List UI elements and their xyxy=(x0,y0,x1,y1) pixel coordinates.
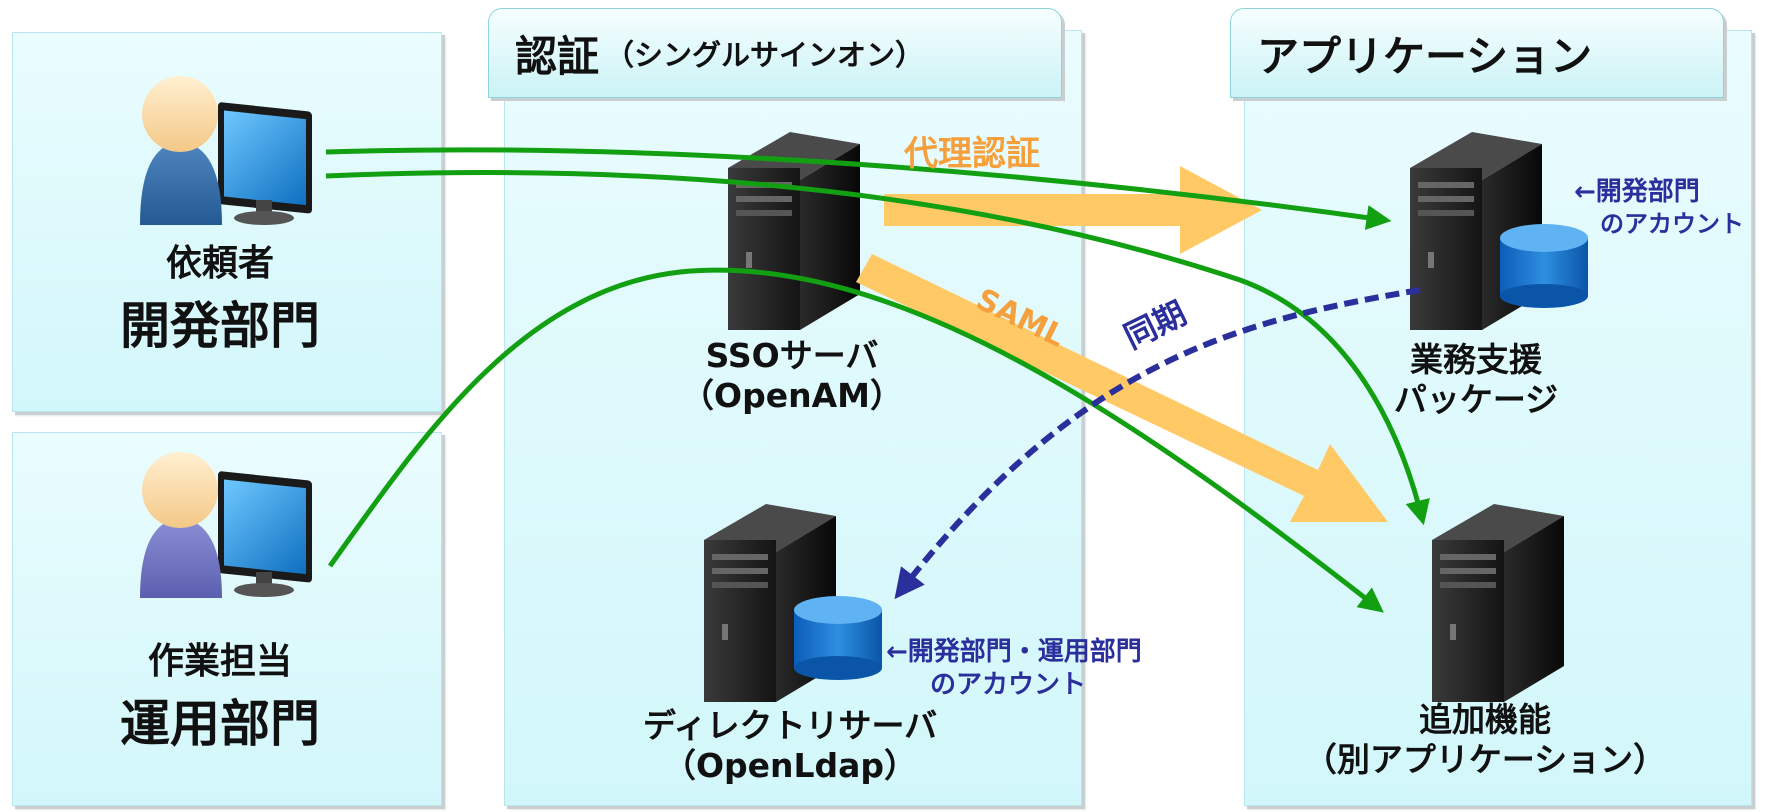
requester-user-icon xyxy=(140,76,312,225)
directory-server-name: ディレクトリサーバ xyxy=(642,706,938,745)
requester-to-business-flow xyxy=(325,147,1392,230)
sso-server-name: SSOサーバ xyxy=(705,336,879,375)
directory-server-label: ディレクトリサーバ （OpenLdap） xyxy=(620,706,960,785)
requester-role: 依頼者 xyxy=(165,243,274,284)
addon-server-name: 追加機能 xyxy=(1419,700,1551,739)
directory-database-icon xyxy=(794,596,882,680)
business-account-note: ←開発部門 のアカウント xyxy=(1574,176,1744,239)
auth-zone-title: 認証 xyxy=(515,31,600,81)
operator-dept: 運用部門 xyxy=(120,695,320,753)
business-database-icon xyxy=(1500,224,1588,308)
addon-server-label: 追加機能 （別アプリケーション） xyxy=(1300,700,1670,779)
auth-zone-tab: 認証 （シングルサインオン） xyxy=(488,8,1062,98)
requester-zone xyxy=(12,32,442,412)
directory-account-note-line2: のアカウント xyxy=(930,669,1087,700)
operator-to-addon-flow xyxy=(327,267,1384,613)
operator-user-icon xyxy=(140,452,312,598)
requester-dept: 開発部門 xyxy=(120,297,320,355)
operator-role: 作業担当 xyxy=(147,641,292,682)
addon-server-subname: （別アプリケーション） xyxy=(1303,739,1667,779)
sync-line xyxy=(894,287,1421,600)
auth-zone-subtitle: （シングルサインオン） xyxy=(605,38,925,72)
sso-server-label: SSOサーバ （OpenAM） xyxy=(672,336,912,415)
requester-to-addon-flow xyxy=(325,170,1430,526)
directory-server-product: （OpenLdap） xyxy=(662,745,918,785)
business-server-label: 業務支援 パッケージ xyxy=(1356,340,1596,419)
business-account-note-line2: のアカウント xyxy=(1600,209,1744,238)
proxy-auth-label: 代理認証 xyxy=(904,134,1040,174)
directory-account-note-line1: ←開発部門・運用部門 xyxy=(886,637,1142,667)
proxy-auth-arrow xyxy=(884,166,1262,254)
addon-server-icon xyxy=(1432,504,1564,702)
business-account-note-line1: ←開発部門 xyxy=(1574,177,1700,207)
business-server-name: 業務支援 xyxy=(1410,340,1542,379)
business-server-subname: パッケージ xyxy=(1393,379,1559,419)
sso-server-product: （OpenAM） xyxy=(681,375,903,415)
application-zone-tab: アプリケーション xyxy=(1230,8,1724,98)
application-zone-title: アプリケーション xyxy=(1257,31,1593,81)
directory-account-note: ←開発部門・運用部門 のアカウント xyxy=(886,636,1142,701)
